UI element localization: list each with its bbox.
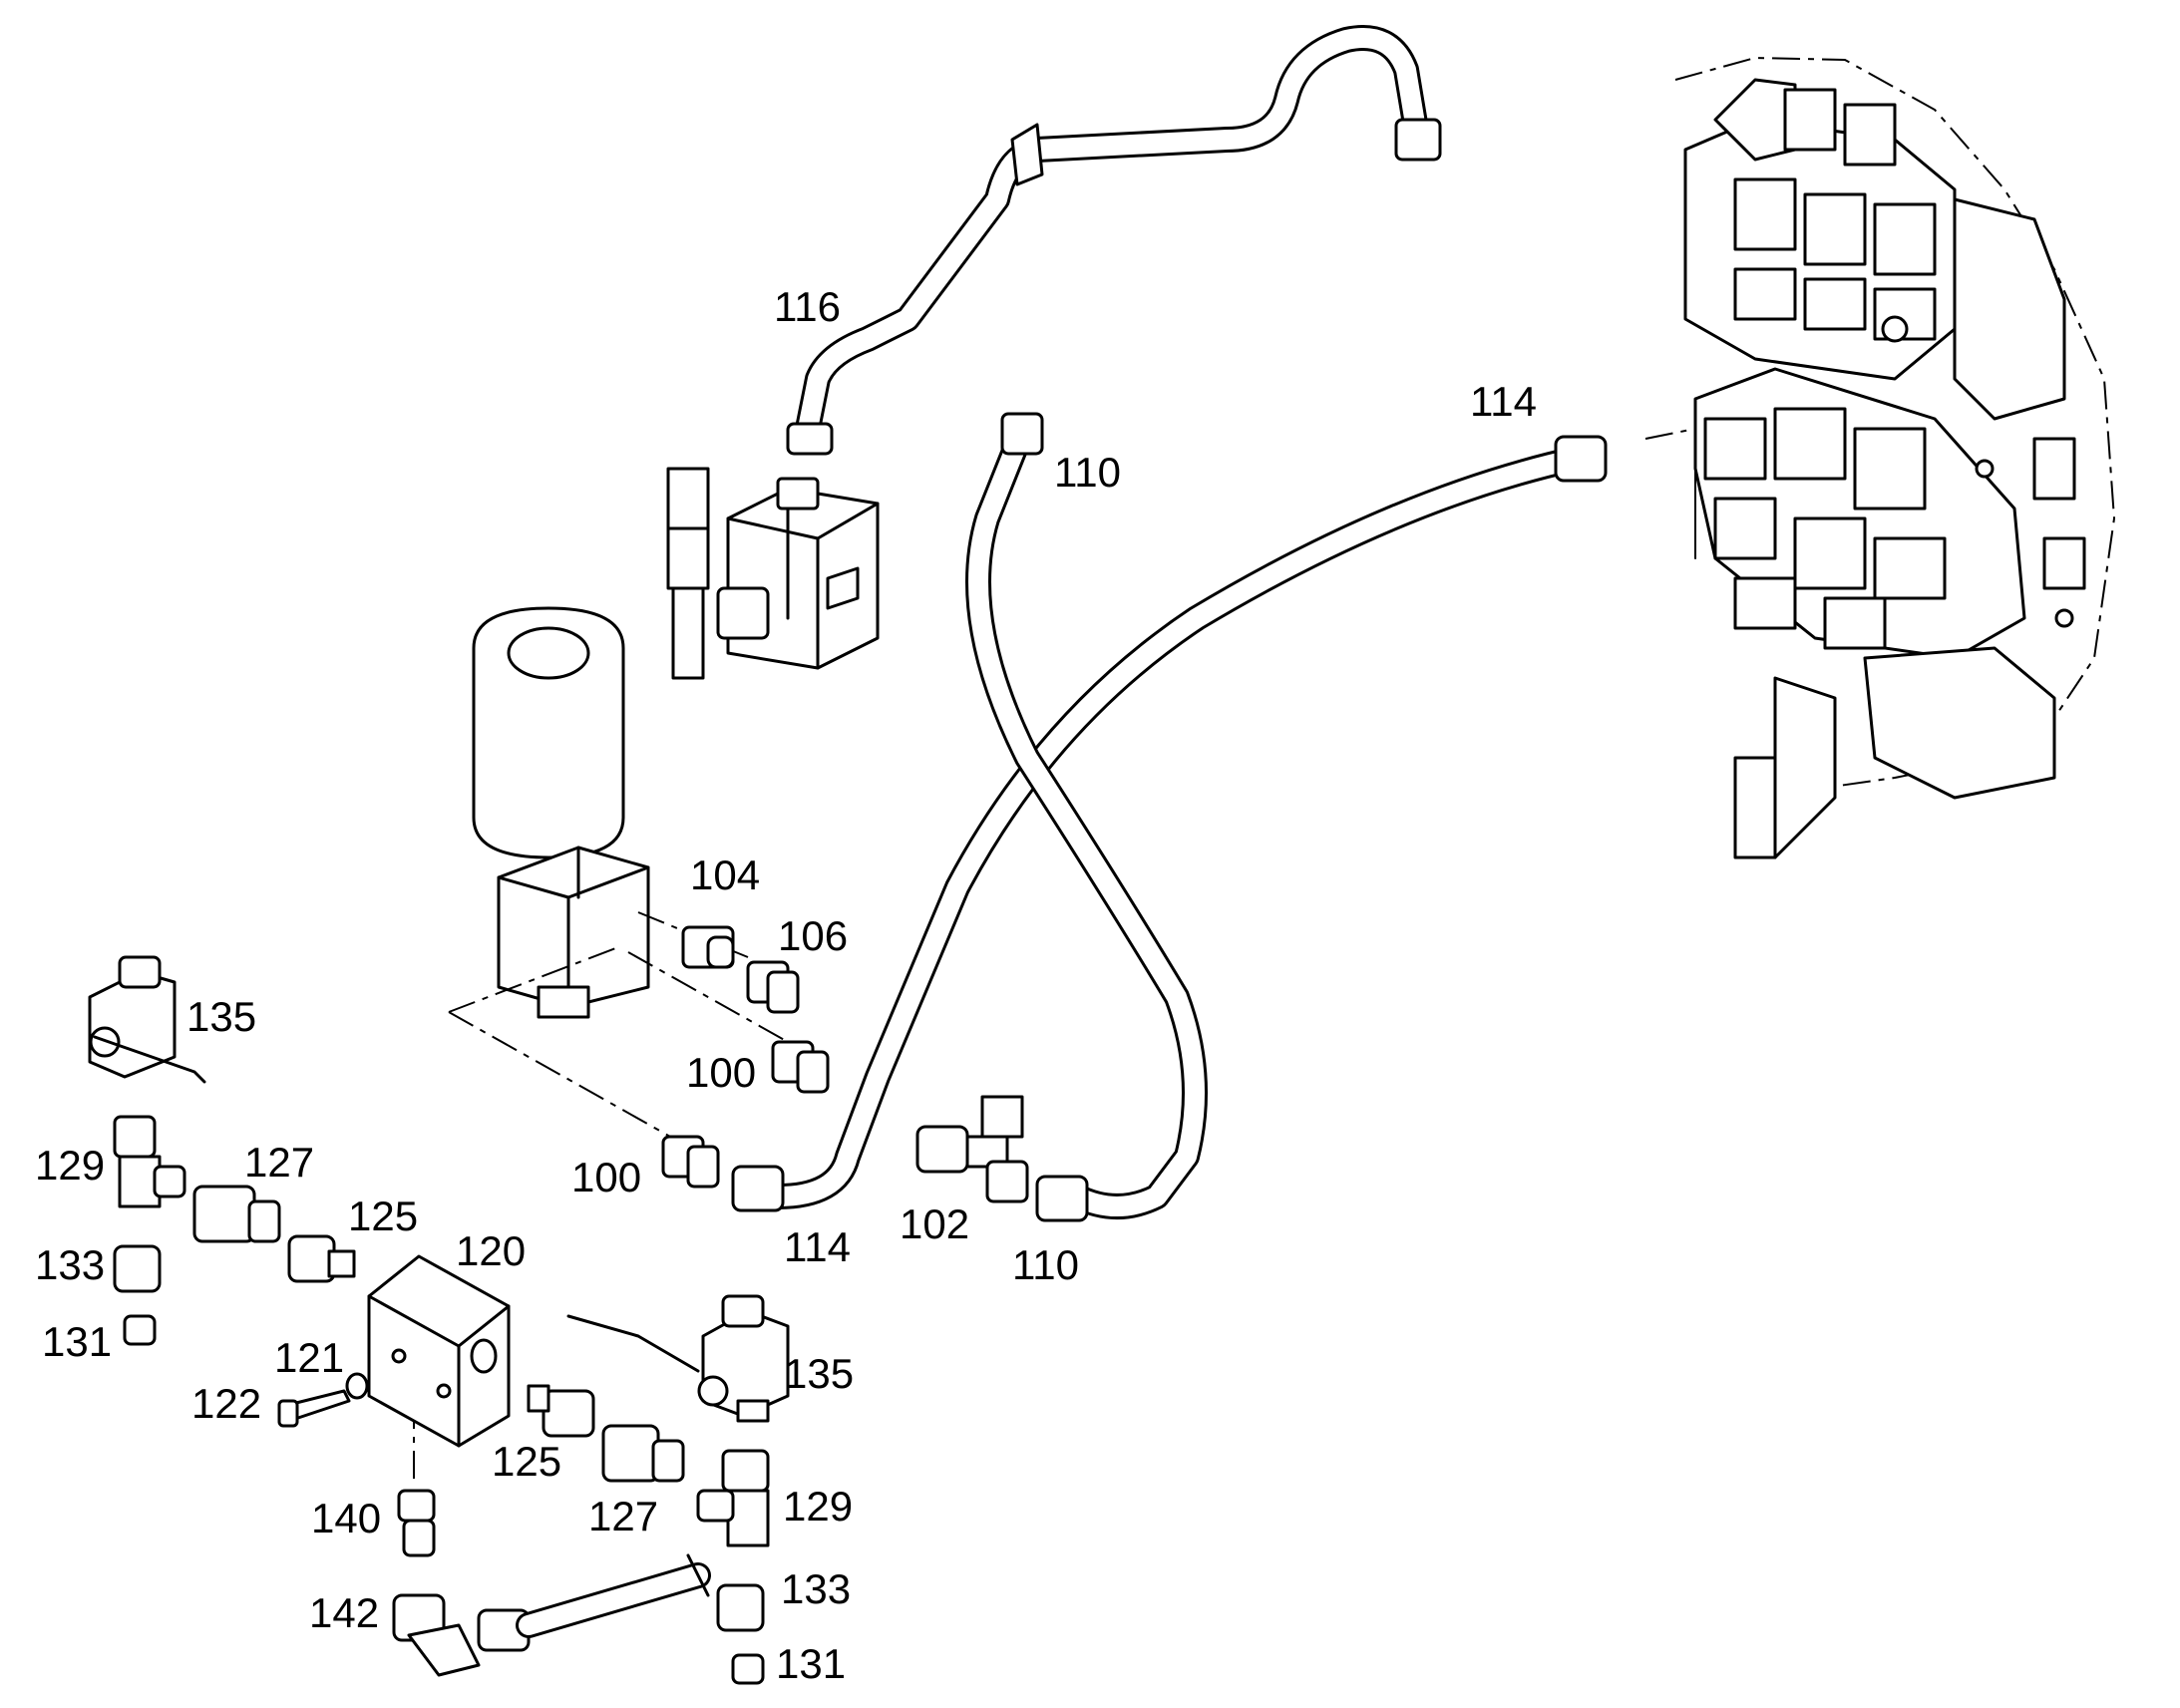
fitting-102 (915, 1095, 1029, 1203)
label-121: 121 (274, 1334, 344, 1381)
hose-116 (786, 25, 1442, 456)
label-129-right: 129 (783, 1483, 853, 1530)
fitting-100-b (661, 1135, 720, 1189)
machine-assembly (1674, 56, 2116, 859)
label-140: 140 (311, 1495, 381, 1541)
fitting-104 (681, 925, 735, 969)
block-120 (367, 1254, 511, 1448)
leader-line-4 (627, 951, 789, 1043)
label-102: 102 (900, 1200, 969, 1247)
label-110-bottom: 110 (1012, 1241, 1079, 1288)
label-122: 122 (191, 1380, 261, 1427)
leader-line-6 (1644, 428, 1696, 440)
fitting-125-top (287, 1234, 356, 1283)
hose-142 (392, 1553, 711, 1677)
label-104: 104 (690, 852, 760, 898)
label-114-bottom: 114 (784, 1223, 851, 1270)
label-110-top: 110 (1054, 449, 1121, 496)
ball-valve-135-right (566, 1294, 790, 1423)
ball-valve-135-left (88, 955, 206, 1084)
hose-110 (965, 412, 1208, 1222)
label-131-right: 131 (776, 1640, 846, 1687)
label-125-top: 125 (348, 1193, 418, 1239)
accumulator (472, 606, 650, 1019)
tee-fitting-129-right (696, 1449, 770, 1547)
fitting-106 (746, 960, 800, 1014)
fitting-127-left (192, 1185, 281, 1243)
label-135-right: 135 (784, 1350, 854, 1397)
label-114-top: 114 (1470, 378, 1537, 425)
hose-114 (731, 435, 1608, 1212)
label-100-b: 100 (571, 1154, 641, 1200)
label-133-right: 133 (781, 1565, 851, 1612)
washer-121 (345, 1372, 369, 1400)
label-135-left: 135 (186, 993, 256, 1040)
fitting-140 (397, 1489, 436, 1557)
label-116: 116 (774, 283, 841, 330)
label-142: 142 (309, 1589, 379, 1636)
nut-133-right (716, 1583, 765, 1632)
label-106: 106 (778, 912, 848, 959)
label-133-left: 133 (35, 1241, 105, 1288)
nut-133-left (113, 1244, 162, 1293)
fitting-127-bottom (601, 1424, 685, 1483)
ring-131-right (731, 1653, 765, 1685)
label-100-a: 100 (686, 1049, 756, 1096)
screw-122 (277, 1389, 351, 1428)
leader-line-2 (448, 1011, 689, 1148)
fitting-125-bottom (527, 1384, 595, 1438)
label-127-bottom: 127 (588, 1493, 658, 1539)
label-131-left: 131 (42, 1318, 112, 1365)
label-120: 120 (456, 1227, 526, 1274)
fitting-100-a (771, 1040, 830, 1094)
leader-line-1 (448, 946, 619, 1013)
label-127-left: 127 (244, 1139, 314, 1186)
label-125-bottom: 125 (492, 1438, 561, 1485)
valve-block (666, 467, 880, 680)
ring-131-left (123, 1314, 157, 1346)
label-129-left: 129 (35, 1142, 105, 1189)
tee-fitting-129-left (113, 1115, 186, 1208)
